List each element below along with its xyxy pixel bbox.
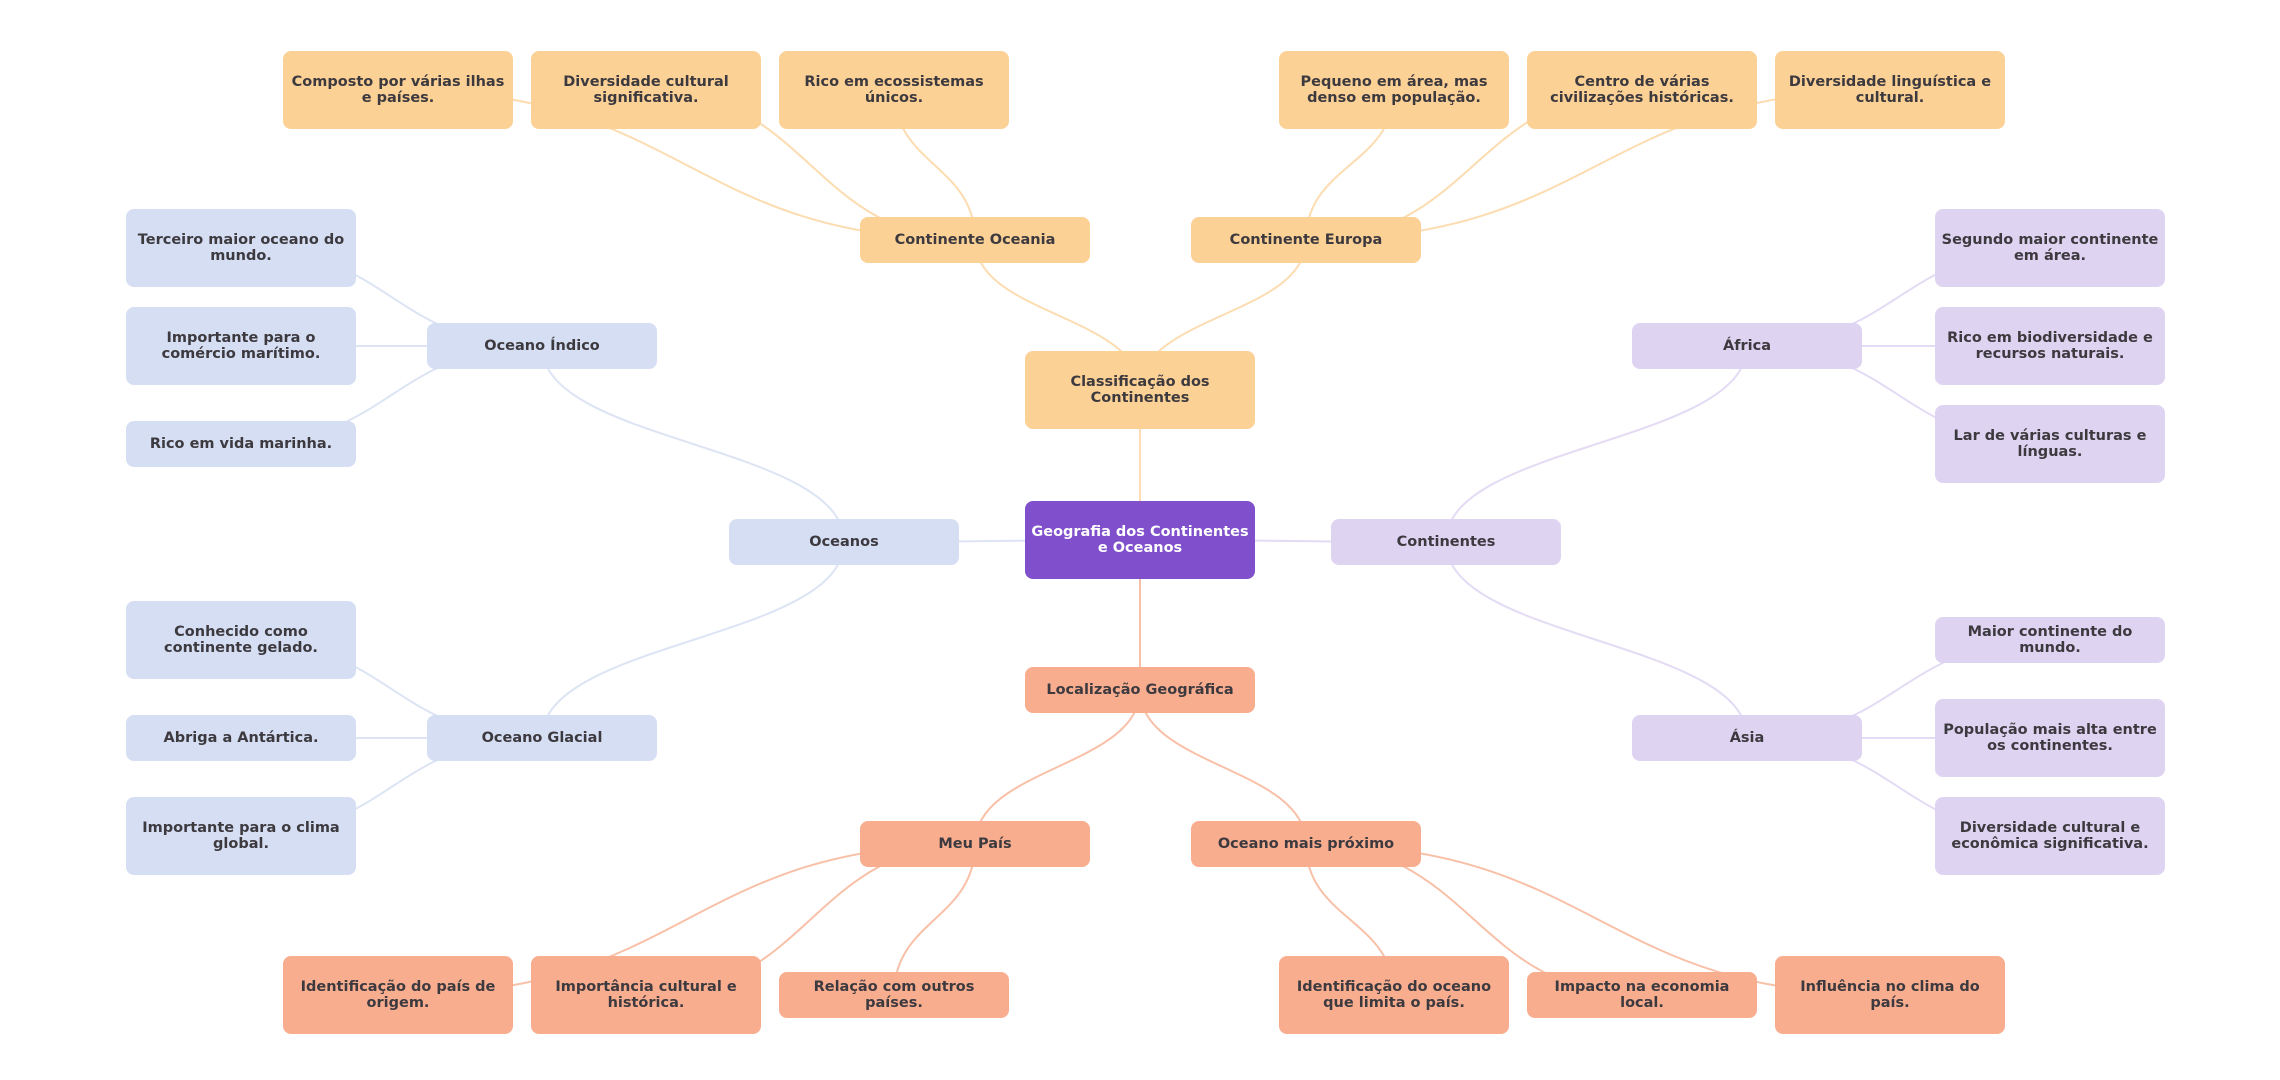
node-label: Influência no clima do país. <box>1800 979 1980 1011</box>
node-label: Ásia <box>1729 730 1765 746</box>
node-label: Identificação do país de origem. <box>300 979 496 1011</box>
leaf-node[interactable]: Centro de várias civilizações históricas… <box>1527 51 1757 129</box>
node-label: População mais alta entre os continentes… <box>1943 722 2157 754</box>
node-label: Continente Oceania <box>894 232 1056 248</box>
subnode-continente-oceania[interactable]: Continente Oceania <box>860 217 1090 263</box>
leaf-node[interactable]: Diversidade cultural e econômica signifi… <box>1935 797 2165 875</box>
node-label: Continente Europa <box>1229 232 1383 248</box>
leaf-node[interactable]: Impacto na economia local. <box>1527 972 1757 1018</box>
node-label: Conhecido como continente gelado. <box>164 624 318 656</box>
subnode-oceano-glacial[interactable]: Oceano Glacial <box>427 715 657 761</box>
connector-line <box>974 689 1141 845</box>
connector-line <box>1139 689 1307 845</box>
node-label: Rico em vida marinha. <box>149 436 333 452</box>
node-label: Segundo maior continente em área. <box>1941 232 2159 264</box>
node-label: Oceanos <box>809 534 879 550</box>
node-label: Geografia dos Continentes e Oceanos <box>1031 524 1249 556</box>
node-label: Importante para o clima global. <box>142 820 340 852</box>
leaf-node[interactable]: Importância cultural e histórica. <box>531 956 761 1034</box>
node-label: Continentes <box>1396 534 1496 550</box>
connector-line <box>1445 541 1748 739</box>
node-label: Rico em biodiversidade e recursos natura… <box>1947 330 2153 362</box>
subnode-oceano-mais-proximo[interactable]: Oceano mais próximo <box>1191 821 1421 867</box>
node-label: Rico em ecossistemas únicos. <box>804 74 984 106</box>
node-label: Centro de várias civilizações históricas… <box>1550 74 1734 106</box>
root-node[interactable]: Geografia dos Continentes e Oceanos <box>1025 501 1255 579</box>
subnode-continente-europa[interactable]: Continente Europa <box>1191 217 1421 263</box>
node-label: Pequeno em área, mas denso em população. <box>1300 74 1488 106</box>
connector-line <box>541 345 845 543</box>
leaf-node[interactable]: Rico em biodiversidade e recursos natura… <box>1935 307 2165 385</box>
connector-line <box>1445 345 1748 543</box>
leaf-node[interactable]: Lar de várias culturas e línguas. <box>1935 405 2165 483</box>
leaf-node[interactable]: Influência no clima do país. <box>1775 956 2005 1034</box>
leaf-node[interactable]: Segundo maior continente em área. <box>1935 209 2165 287</box>
node-label: Relação com outros países. <box>813 979 975 1011</box>
leaf-node[interactable]: Terceiro maior oceano do mundo. <box>126 209 356 287</box>
connector-line <box>541 541 845 739</box>
node-label: Abriga a Antártica. <box>163 730 319 746</box>
node-label: Composto por várias ilhas e países. <box>291 74 505 106</box>
node-label: Classificação dos Continentes <box>1070 374 1210 406</box>
node-label: África <box>1722 338 1772 354</box>
node-label: Importância cultural e histórica. <box>555 979 737 1011</box>
node-label: Oceano Índico <box>484 338 600 354</box>
leaf-node[interactable]: Rico em vida marinha. <box>126 421 356 467</box>
leaf-node[interactable]: Composto por várias ilhas e países. <box>283 51 513 129</box>
subnode-oceano-indico[interactable]: Oceano Índico <box>427 323 657 369</box>
leaf-node[interactable]: Rico em ecossistemas únicos. <box>779 51 1009 129</box>
branch-node-oceanos[interactable]: Oceanos <box>729 519 959 565</box>
node-label: Identificação do oceano que limita o paí… <box>1296 979 1492 1011</box>
leaf-node[interactable]: Relação com outros países. <box>779 972 1009 1018</box>
subnode-meu-pais[interactable]: Meu País <box>860 821 1090 867</box>
branch-node-localizacao[interactable]: Localização Geográfica <box>1025 667 1255 713</box>
node-label: Diversidade linguística e cultural. <box>1788 74 1992 106</box>
leaf-node[interactable]: Diversidade linguística e cultural. <box>1775 51 2005 129</box>
node-label: Oceano mais próximo <box>1217 836 1395 852</box>
node-label: Diversidade cultural significativa. <box>563 74 729 106</box>
leaf-node[interactable]: Diversidade cultural significativa. <box>531 51 761 129</box>
leaf-node[interactable]: Pequeno em área, mas denso em população. <box>1279 51 1509 129</box>
node-label: Diversidade cultural e econômica signifi… <box>1951 820 2149 852</box>
subnode-asia[interactable]: Ásia <box>1632 715 1862 761</box>
leaf-node[interactable]: Identificação do oceano que limita o paí… <box>1279 956 1509 1034</box>
leaf-node[interactable]: Conhecido como continente gelado. <box>126 601 356 679</box>
leaf-node[interactable]: População mais alta entre os continentes… <box>1935 699 2165 777</box>
node-label: Oceano Glacial <box>481 730 603 746</box>
leaf-node[interactable]: Identificação do país de origem. <box>283 956 513 1034</box>
node-label: Importante para o comércio marítimo. <box>161 330 321 362</box>
node-label: Lar de várias culturas e línguas. <box>1953 428 2147 460</box>
branch-node-continentes[interactable]: Continentes <box>1331 519 1561 565</box>
leaf-node[interactable]: Abriga a Antártica. <box>126 715 356 761</box>
branch-node-classificacao[interactable]: Classificação dos Continentes <box>1025 351 1255 429</box>
leaf-node[interactable]: Maior continente do mundo. <box>1935 617 2165 663</box>
node-label: Meu País <box>938 836 1012 852</box>
node-label: Terceiro maior oceano do mundo. <box>137 232 345 264</box>
connector-line <box>893 843 976 996</box>
node-label: Maior continente do mundo. <box>1967 624 2133 656</box>
subnode-africa[interactable]: África <box>1632 323 1862 369</box>
leaf-node[interactable]: Importante para o comércio marítimo. <box>126 307 356 385</box>
node-label: Localização Geográfica <box>1046 682 1234 698</box>
node-label: Impacto na economia local. <box>1554 979 1730 1011</box>
leaf-node[interactable]: Importante para o clima global. <box>126 797 356 875</box>
